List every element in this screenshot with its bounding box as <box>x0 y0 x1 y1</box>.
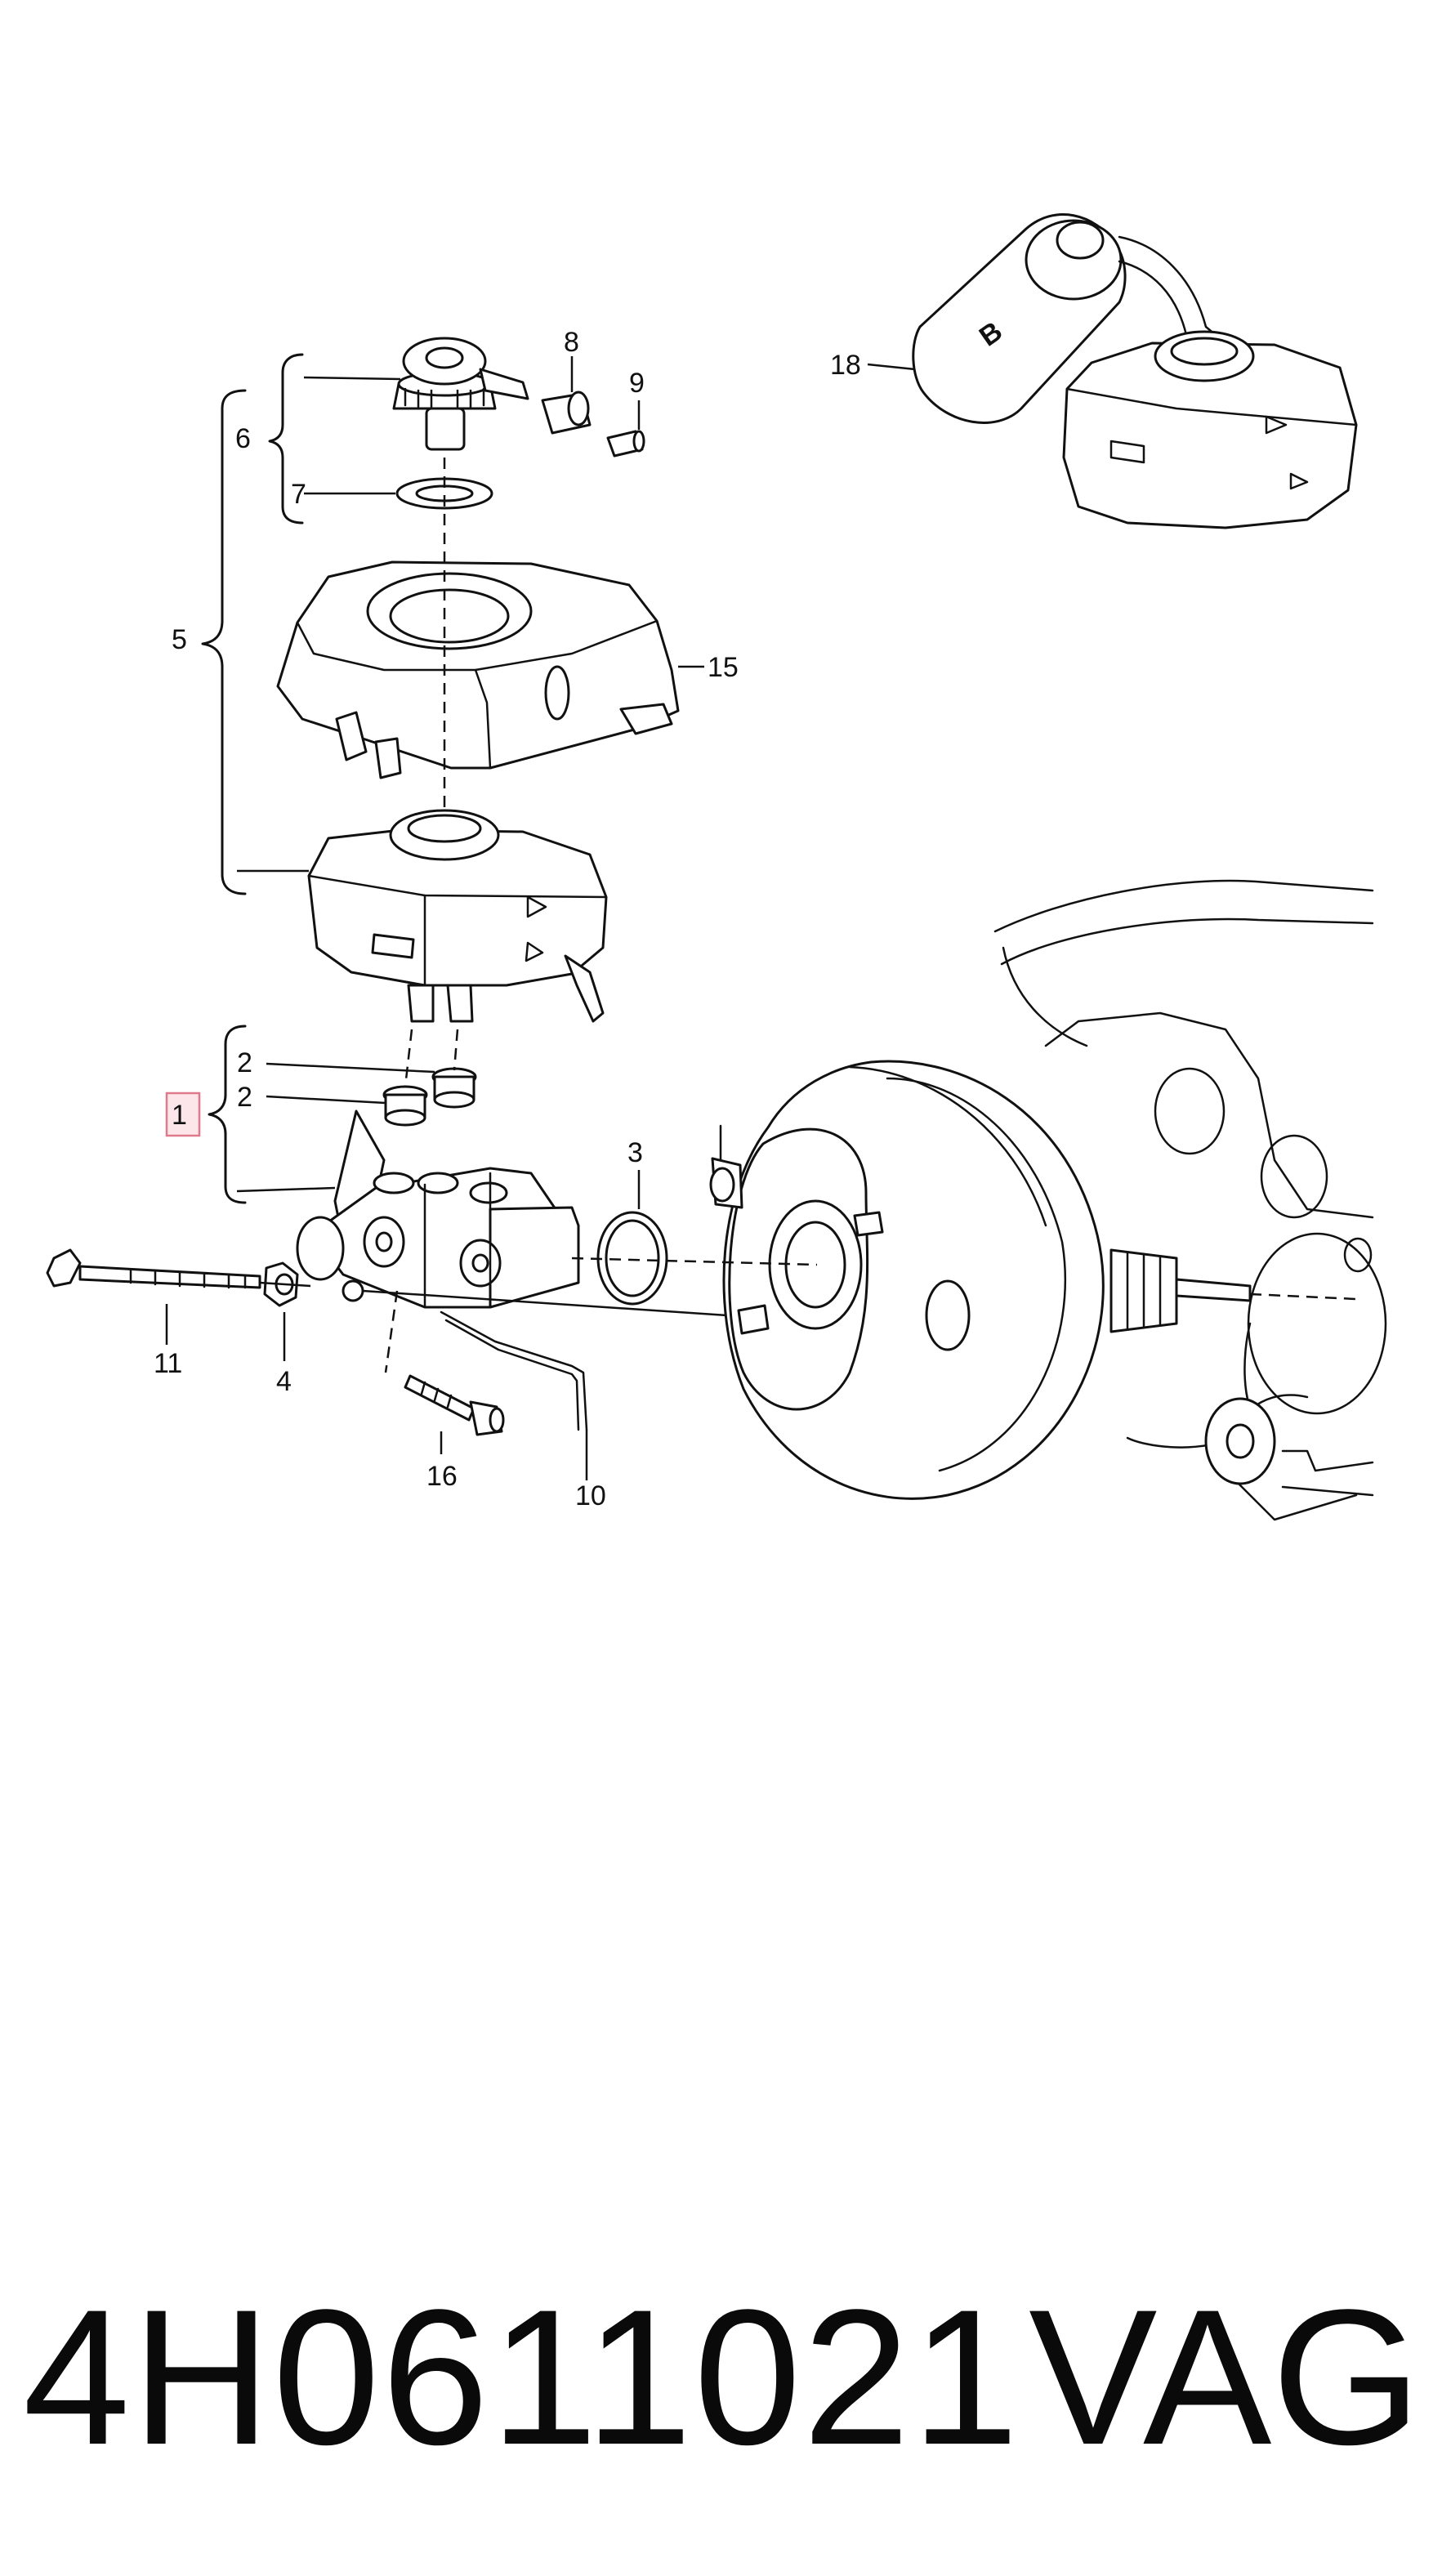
long-bolt-11 <box>46 1248 261 1289</box>
pushrod-boot <box>1109 1248 1252 1333</box>
brace-group-6 <box>268 353 304 525</box>
brace-group-1 <box>208 1025 247 1204</box>
brake-fluid-reservoir <box>307 809 608 1023</box>
grommet-upper <box>431 1067 477 1109</box>
part-number: 4H0611021 <box>23 2270 1020 2485</box>
brake-booster <box>709 1060 1105 1500</box>
reservoir-cap <box>392 337 529 451</box>
callout-3: 3 <box>627 1137 643 1168</box>
callout-7: 7 <box>291 479 306 510</box>
highlight-box <box>165 1092 201 1137</box>
callout-11: 11 <box>154 1348 182 1379</box>
brand-name: VAG <box>1029 2270 1422 2485</box>
callout-15: 15 <box>708 652 739 683</box>
brake-line-10 <box>440 1310 588 1431</box>
level-sensor <box>541 391 645 458</box>
callout-9: 9 <box>629 368 645 399</box>
brake-master-cylinder <box>296 1109 580 1309</box>
body-panel <box>993 879 1387 1521</box>
o-ring-3 <box>596 1211 668 1306</box>
callout-2-lower: 2 <box>237 1082 252 1113</box>
callout-18: 18 <box>830 350 861 381</box>
exploded-parts-diagram: B 1 2 2 3 4 5 6 7 8 9 10 11 15 16 18 <box>46 213 1387 1521</box>
inset-reservoir: B <box>912 213 1358 529</box>
callout-2-upper: 2 <box>237 1047 252 1078</box>
footer-caption: 4H0611021 VAG <box>0 2255 1451 2500</box>
brace-group-5 <box>201 389 247 895</box>
callout-4: 4 <box>276 1366 292 1397</box>
callout-16: 16 <box>426 1461 458 1492</box>
callout-1: 1 <box>172 1100 187 1131</box>
callout-5: 5 <box>172 624 187 655</box>
callout-10: 10 <box>575 1480 606 1511</box>
screw-16 <box>404 1374 505 1436</box>
callout-8: 8 <box>564 327 579 358</box>
callout-6: 6 <box>235 423 251 454</box>
grommet-lower <box>382 1085 428 1127</box>
reservoir-cover <box>276 560 680 779</box>
